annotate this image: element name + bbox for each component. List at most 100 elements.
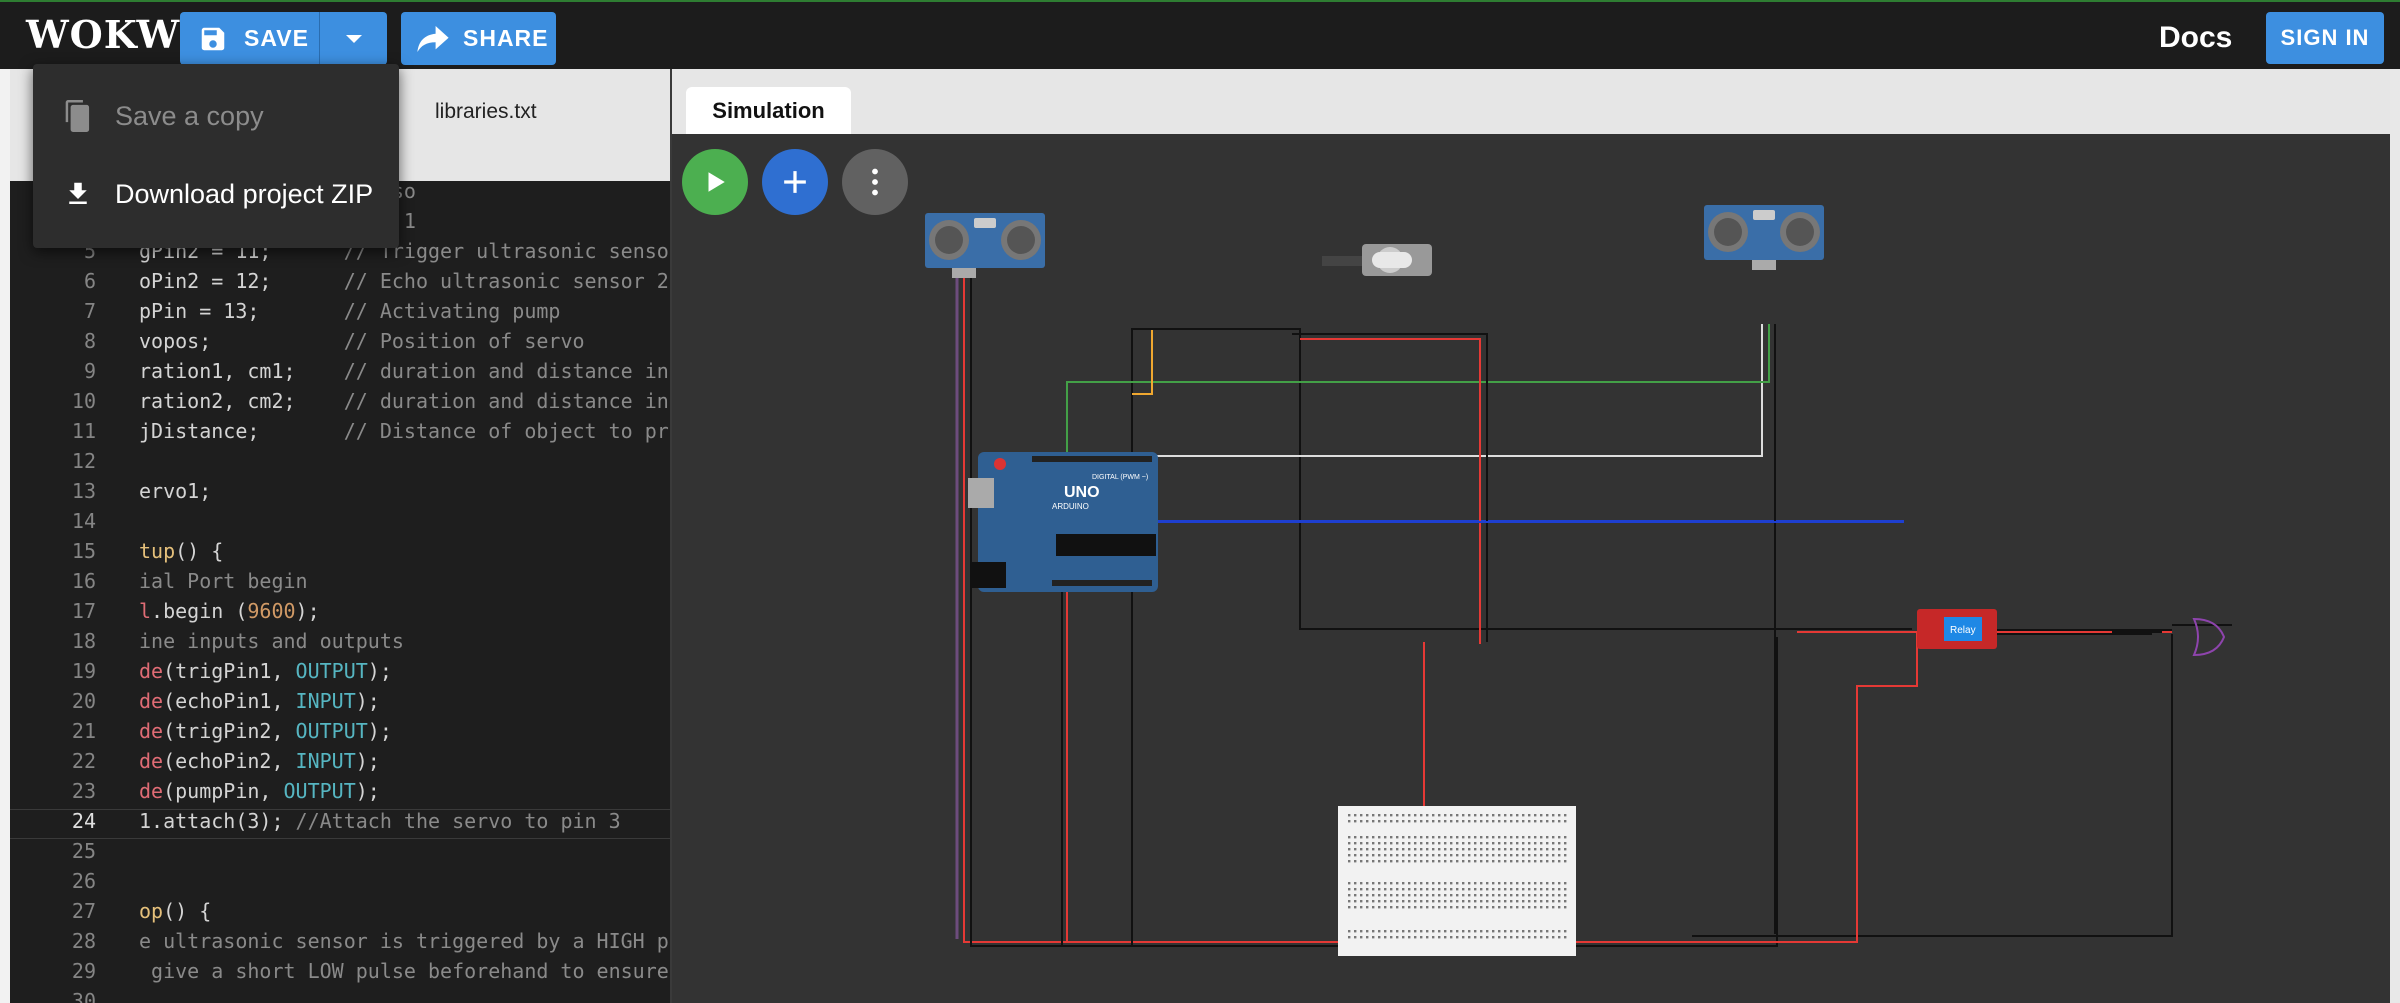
line-number: 29 (71, 959, 96, 983)
line-text: ial Port begin (139, 569, 308, 593)
start-simulation-button[interactable] (682, 149, 748, 215)
code-line[interactable]: 11 jDistance; // Distance of object to pr (10, 419, 670, 449)
add-part-button[interactable] (762, 149, 828, 215)
share-arrow-icon (417, 25, 449, 52)
code-token: // duration and distance in (343, 389, 669, 413)
code-token: de (139, 779, 164, 803)
share-button[interactable]: SHARE (401, 12, 556, 65)
line-number: 22 (71, 749, 96, 773)
code-token: // Distance of object to pr (343, 419, 669, 443)
code-token: ine inputs and outputs (139, 629, 404, 653)
line-text: jDistance; // Distance of object to pr (139, 419, 669, 443)
save-button[interactable]: SAVE (180, 12, 320, 65)
code-token: () { (175, 539, 224, 563)
menu-item-download-zip[interactable]: Download project ZIP (61, 174, 373, 214)
code-token: jDistance; (139, 419, 344, 443)
code-token: (echoPin2, (163, 749, 296, 773)
menu-item-save-a-copy[interactable]: Save a copy (61, 96, 264, 136)
code-line[interactable]: 28 e ultrasonic sensor is triggered by a … (10, 929, 670, 959)
line-text: de(trigPin2, OUTPUT); (139, 719, 392, 743)
line-text: de(echoPin1, INPUT); (139, 689, 380, 713)
code-token: ); (295, 599, 320, 623)
menu-item-label: Save a copy (115, 100, 264, 131)
plus-icon (784, 171, 806, 193)
line-number: 16 (71, 569, 96, 593)
line-text: oPin2 = 12; // Echo ultrasonic sensor 2 (139, 269, 669, 293)
line-text: pPin = 13; // Activating pump (139, 299, 560, 323)
docs-link[interactable]: Docs (2159, 21, 2233, 54)
line-number: 30 (71, 989, 96, 1003)
line-text: ration1, cm1; // duration and distance i… (139, 359, 669, 383)
code-line[interactable]: 14 (10, 509, 670, 539)
menu-item-label: Download project ZIP (115, 178, 374, 209)
simulation-tab-bar: Simulation (672, 69, 2390, 134)
line-number: 14 (71, 509, 96, 533)
tab-libraries-txt[interactable]: libraries.txt (435, 100, 537, 123)
relay-module[interactable]: Relay (1917, 609, 1997, 649)
code-line[interactable]: 12 (10, 449, 670, 479)
line-number: 8 (83, 329, 96, 353)
line-text: 1.attach(3); //Attach the servo to pin 3 (139, 809, 621, 833)
ultrasonic-sensor-2[interactable] (1704, 205, 1824, 270)
servo-motor[interactable] (1322, 244, 1432, 276)
line-number: 15 (71, 539, 96, 563)
tab-simulation[interactable]: Simulation (686, 87, 851, 134)
sign-in-button[interactable]: SIGN IN (2266, 12, 2384, 64)
line-text: ervo1; (139, 479, 211, 503)
top-bar: WOKWI SAVE SHARE Docs SIGN IN (0, 0, 2400, 69)
line-text: give a short LOW pulse beforehand to ens… (139, 959, 669, 983)
board-brand: ARDUINO (1052, 502, 1089, 511)
code-line[interactable]: 29 give a short LOW pulse beforehand to … (10, 959, 670, 989)
code-token: 9600 (247, 599, 296, 623)
pump-output-symbol[interactable] (2192, 617, 2226, 657)
copy-icon (61, 99, 95, 133)
code-token: // Activating pump (343, 299, 561, 323)
code-token: ); (355, 779, 380, 803)
panel-divider[interactable] (670, 69, 672, 1003)
code-line[interactable]: 7 pPin = 13; // Activating pump (10, 299, 670, 329)
arduino-uno-board[interactable]: UNO ARDUINO DIGITAL (PWM ~) (968, 452, 1158, 592)
code-line[interactable]: 25 (10, 839, 670, 869)
breadboard[interactable] (1338, 806, 1576, 956)
play-icon (708, 172, 725, 192)
code-line[interactable]: 16 ial Port begin (10, 569, 670, 599)
caret-down-icon (345, 34, 362, 43)
save-options-dropdown[interactable] (320, 12, 387, 65)
code-token: ial Port begin (139, 569, 308, 593)
board-label: UNO (1064, 484, 1100, 501)
more-options-button[interactable] (842, 149, 908, 215)
line-number: 28 (71, 929, 96, 953)
code-token: OUTPUT (283, 779, 356, 803)
code-token: ); (355, 749, 380, 773)
breadboard-holes (1348, 814, 1567, 939)
code-token: de (139, 689, 164, 713)
circuit-canvas[interactable]: UNO ARDUINO DIGITAL (PWM ~) Relay (672, 134, 2390, 1003)
share-label: SHARE (463, 25, 549, 51)
code-line[interactable]: 30 (10, 989, 670, 1003)
wokwi-logo[interactable]: WOKWI (26, 12, 199, 57)
line-number: 27 (71, 899, 96, 923)
line-text: e ultrasonic sensor is triggered by a HI… (139, 929, 669, 953)
code-line[interactable]: 26 (10, 869, 670, 899)
line-text: l.begin (9600); (139, 599, 320, 623)
simulation-panel: Simulation (672, 69, 2390, 1003)
line-number: 11 (71, 419, 96, 443)
code-token: INPUT (295, 689, 356, 713)
ultrasonic-sensor-1[interactable] (925, 213, 1045, 278)
line-number: 7 (83, 299, 96, 323)
